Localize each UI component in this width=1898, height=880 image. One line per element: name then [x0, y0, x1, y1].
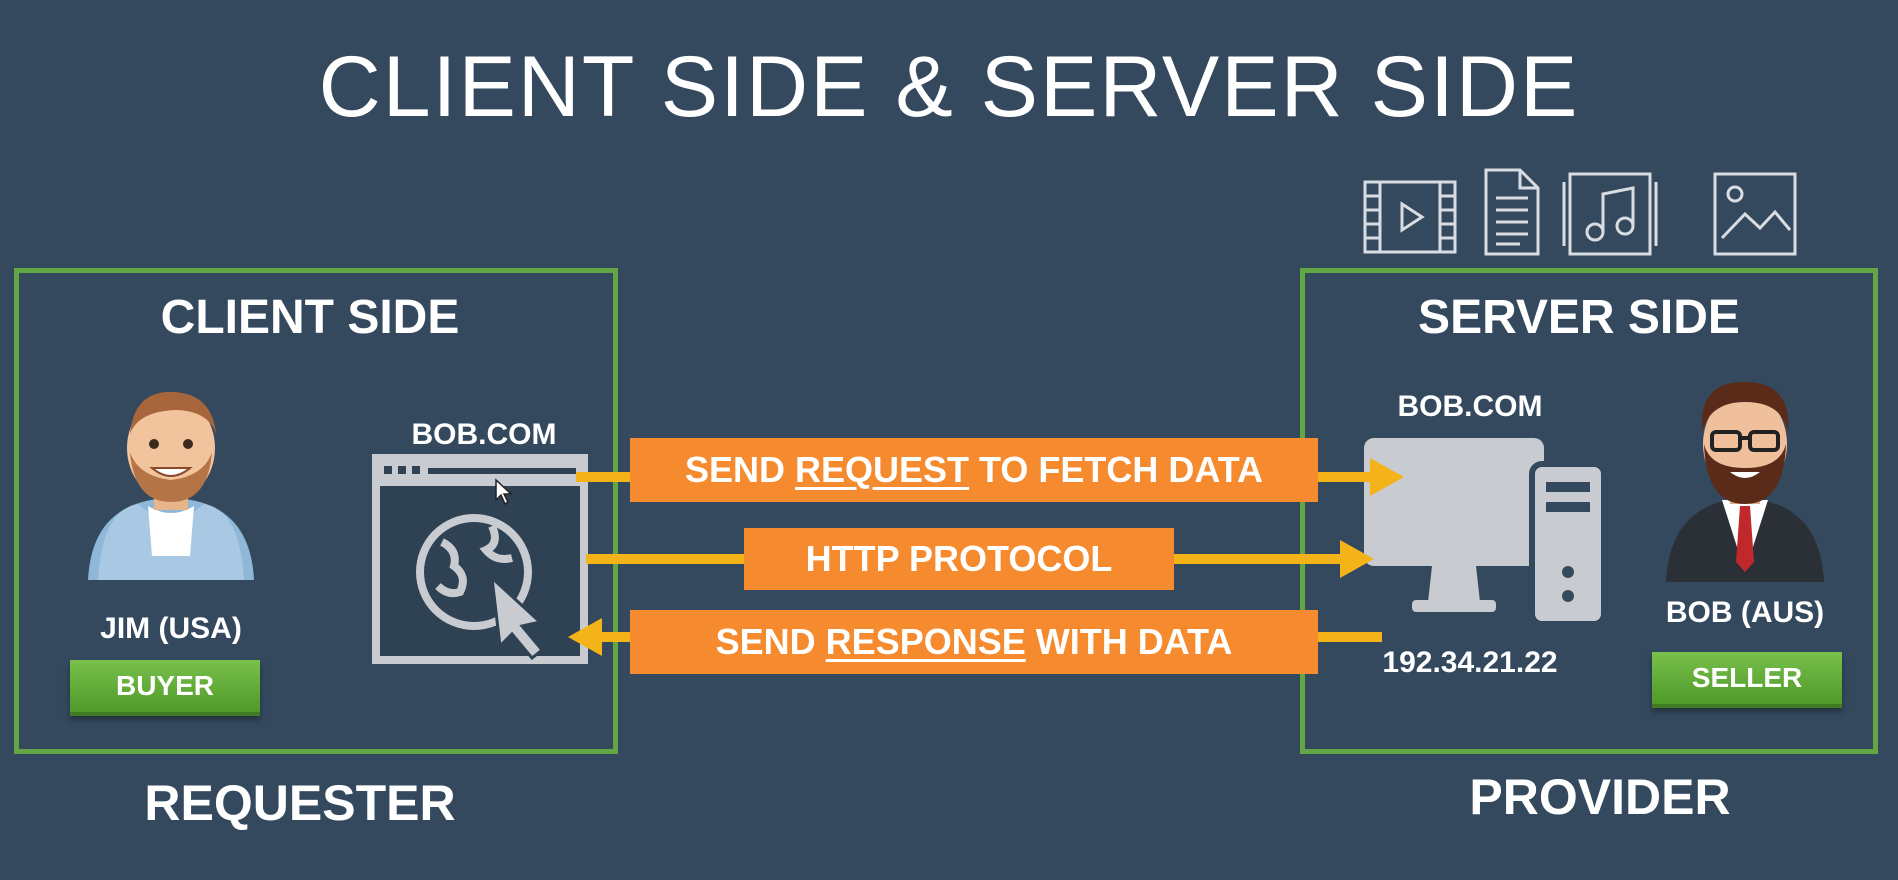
request-arrow-line-left — [576, 472, 632, 482]
server-computer-icon — [1364, 438, 1607, 627]
server-ip-address: 192.34.21.22 — [1382, 646, 1558, 679]
buyer-name: JIM (USA) — [100, 612, 242, 645]
response-text-prefix: SEND — [715, 621, 826, 662]
response-message-bar: SEND RESPONSE WITH DATA — [630, 610, 1318, 674]
document-icon — [1484, 168, 1540, 256]
request-arrowhead — [1370, 458, 1404, 496]
browser-window-icon — [372, 454, 588, 664]
mouse-cursor-icon — [495, 478, 513, 506]
media-icons-group — [1363, 168, 1797, 256]
server-computer-label: BOB.COM — [1397, 390, 1543, 423]
page-title: CLIENT SIDE & SERVER SIDE — [318, 39, 1580, 135]
http-protocol-bar: HTTP PROTOCOL — [744, 528, 1174, 590]
request-text-suffix: TO FETCH DATA — [969, 449, 1264, 490]
request-text-emphasis: REQUEST — [795, 449, 970, 490]
video-icon — [1363, 180, 1457, 254]
requester-label: REQUESTER — [144, 775, 456, 831]
seller-badge: SELLER — [1652, 652, 1842, 708]
provider-label: PROVIDER — [1469, 769, 1731, 825]
client-side-heading: CLIENT SIDE — [160, 291, 460, 344]
response-line-right — [1316, 632, 1382, 642]
request-message-bar: SEND REQUEST TO FETCH DATA — [630, 438, 1318, 502]
protocol-arrowhead — [1340, 540, 1374, 578]
browser-label: BOB.COM — [411, 418, 557, 451]
client-side-box — [14, 268, 618, 754]
seller-name: BOB (AUS) — [1665, 596, 1825, 629]
response-text-suffix: WITH DATA — [1025, 621, 1233, 662]
response-arrowhead — [568, 618, 602, 656]
server-side-box — [1300, 268, 1878, 754]
server-side-heading: SERVER SIDE — [1418, 291, 1740, 344]
buyer-badge: BUYER — [70, 660, 260, 716]
seller-avatar — [1666, 381, 1824, 582]
request-text-prefix: SEND — [684, 449, 795, 490]
protocol-line-right — [1172, 554, 1344, 564]
response-text-emphasis: RESPONSE — [825, 621, 1026, 662]
protocol-line-left — [586, 554, 746, 564]
image-icon — [1713, 172, 1797, 256]
music-icon — [1562, 172, 1658, 256]
response-line-left — [600, 632, 634, 642]
request-arrow-line-right — [1316, 472, 1374, 482]
buyer-avatar — [88, 391, 254, 580]
